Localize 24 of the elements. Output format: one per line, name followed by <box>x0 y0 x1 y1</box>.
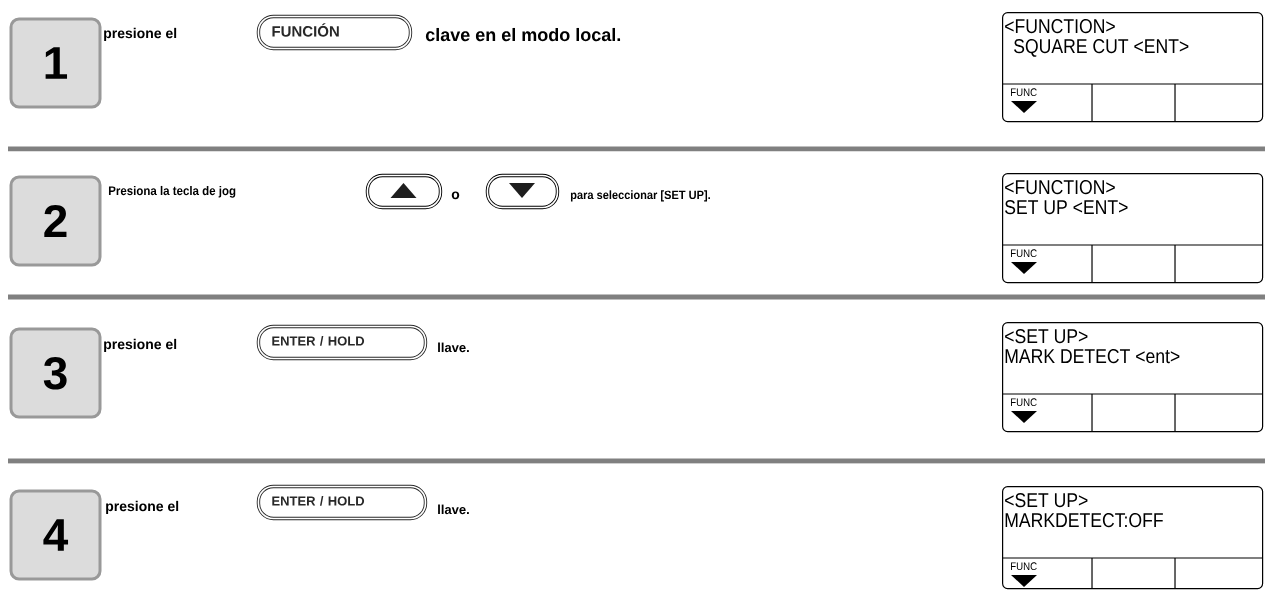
down-arrow-key <box>485 173 560 210</box>
key-button: FUNCIÓN <box>256 14 413 51</box>
display-text: SQUARE CUT <ENT> <box>1014 39 1189 57</box>
instruction-text: llave. <box>438 342 469 353</box>
instruction-text: llave. <box>438 504 469 515</box>
display-text: <SET UP> <box>1005 493 1088 508</box>
instruction-text: o <box>451 191 460 200</box>
func-label: FUNC <box>1011 88 1037 97</box>
key-button: ENTER / HOLD <box>256 324 428 361</box>
display-text: <FUNCTION> <box>1005 19 1115 34</box>
func-label: FUNC <box>1011 249 1037 258</box>
display-text: MARK DETECT <ent> <box>1005 349 1180 364</box>
step-number-box: 4 <box>9 489 102 581</box>
up-arrow-key <box>365 173 443 210</box>
step-number-box: 1 <box>9 17 102 109</box>
key-button: ENTER / HOLD <box>256 484 428 521</box>
func-label: FUNC <box>1011 562 1037 571</box>
display-text: <FUNCTION> <box>1005 180 1115 195</box>
display-text: <SET UP> <box>1005 329 1088 344</box>
step-number-box: 3 <box>9 327 102 419</box>
display-text: SET UP <ENT> <box>1005 200 1128 215</box>
step-number-box: 2 <box>9 175 102 267</box>
display-text: MARKDETECT:OFF <box>1005 513 1163 528</box>
func-label: FUNC <box>1011 398 1037 407</box>
